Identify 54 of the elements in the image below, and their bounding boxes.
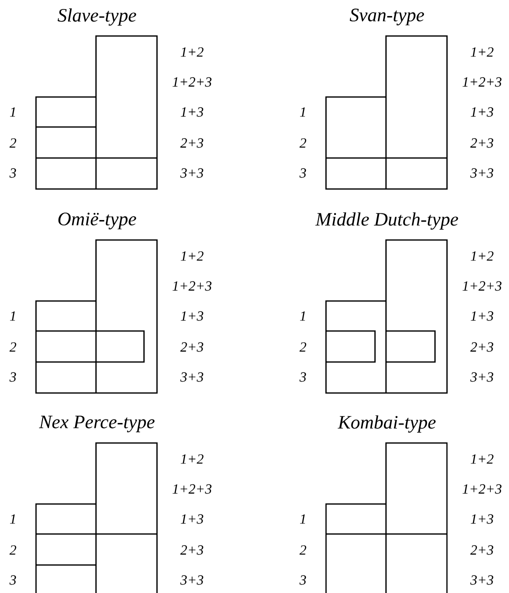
row-label: 1+3	[470, 514, 494, 524]
row-label: 1	[300, 514, 305, 524]
row-label: 1	[300, 107, 305, 117]
row-label: 1+2	[180, 47, 204, 57]
row-label: 1+3	[470, 107, 494, 117]
row-label: 3	[299, 575, 306, 585]
row-label: 1+2	[470, 47, 494, 57]
row-label: 2	[300, 342, 306, 352]
row-label: 1+2	[470, 454, 494, 464]
row-label: 1+3	[180, 514, 204, 524]
panel-title: Omië-type	[58, 212, 136, 230]
panel-title: Kombai-type	[338, 415, 436, 433]
row-label: 1	[10, 311, 15, 321]
row-label: 3+3	[470, 168, 494, 178]
row-label: 3+3	[470, 372, 494, 382]
panel-title: Slave-type	[58, 8, 136, 26]
row-label: 1	[300, 311, 305, 321]
row-label: 2+3	[470, 342, 494, 352]
row-label: 1+2+3	[172, 77, 212, 87]
row-label: 1+2	[470, 251, 494, 261]
row-label: 3+3	[180, 372, 204, 382]
row-label: 3	[9, 168, 16, 178]
row-label: 2+3	[470, 545, 494, 555]
row-label: 3+3	[180, 575, 204, 585]
row-label: 1+2	[180, 454, 204, 464]
row-label: 1+3	[470, 311, 494, 321]
row-label: 3	[299, 372, 306, 382]
row-label: 2	[10, 138, 16, 148]
row-label: 3	[9, 372, 16, 382]
row-label: 2	[300, 138, 306, 148]
row-label: 3+3	[180, 168, 204, 178]
row-label: 1+3	[180, 311, 204, 321]
row-label: 2+3	[180, 545, 204, 555]
row-label: 2	[10, 342, 16, 352]
row-label: 1+2+3	[462, 484, 502, 494]
row-label: 2+3	[180, 342, 204, 352]
row-label: 3	[9, 575, 16, 585]
row-label: 1+3	[180, 107, 204, 117]
row-label: 3+3	[470, 575, 494, 585]
row-label: 2+3	[180, 138, 204, 148]
row-label: 1+2+3	[172, 281, 212, 291]
panel-title: Nex Perce-type	[38, 416, 155, 432]
row-label: 1	[10, 107, 15, 117]
row-label: 3	[299, 168, 306, 178]
panel-title: Svan-type	[350, 8, 424, 26]
row-label: 1+2+3	[172, 484, 212, 494]
row-label: 2	[10, 545, 16, 555]
panel-title: Middle Dutch-type	[315, 212, 458, 230]
row-label: 1+2+3	[462, 281, 502, 291]
row-label: 1+2+3	[462, 77, 502, 87]
row-label: 2+3	[470, 138, 494, 148]
row-label: 1+2	[180, 251, 204, 261]
row-label: 1	[10, 514, 15, 524]
row-label: 2	[300, 545, 306, 555]
